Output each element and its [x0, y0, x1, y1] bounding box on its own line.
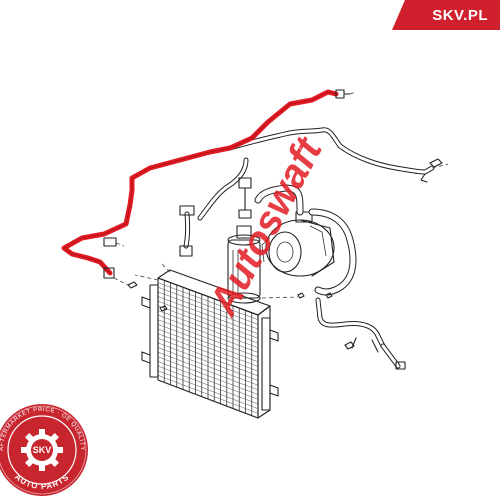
condenser	[134, 261, 279, 419]
fasteners	[127, 281, 355, 350]
highlighted-pipe	[61, 89, 357, 286]
watermark: Autoswaft	[201, 129, 332, 323]
brand-badge[interactable]: SKV.PL	[392, 0, 500, 30]
compressor	[261, 211, 335, 277]
metal-pipes	[179, 127, 449, 257]
watermark-text: Autoswaft	[201, 129, 332, 323]
seal-center-text: SKV	[33, 445, 52, 455]
black-hoses	[254, 184, 406, 370]
skv-seal-logo[interactable]: AFTERMARKET PRICE · OE QUALITY AUTO PART…	[0, 404, 88, 496]
receiver-drier	[227, 225, 261, 304]
brand-label: SKV.PL	[432, 6, 488, 24]
